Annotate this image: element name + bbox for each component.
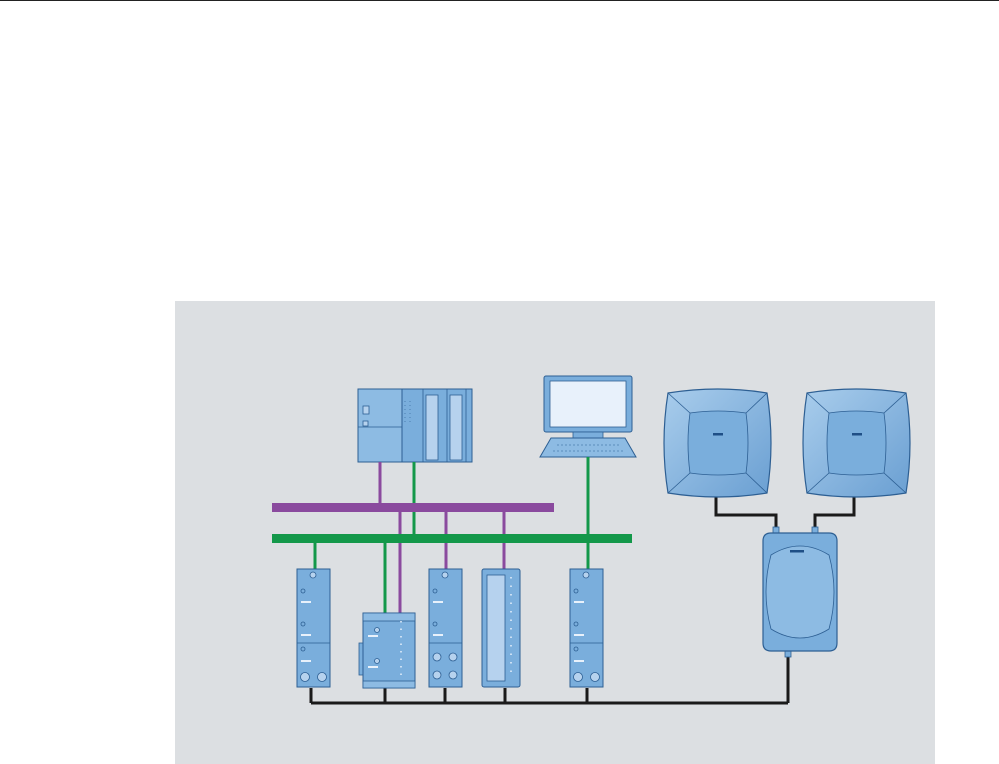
purple-bus-line (272, 503, 554, 512)
rfid-reader-icon (763, 527, 837, 657)
io-module-icon (482, 569, 520, 687)
green-bus-line (272, 534, 632, 543)
io-module-icon (359, 613, 415, 688)
io-module-icon (297, 569, 330, 687)
plc-controller-icon (358, 389, 472, 462)
top-rule (0, 0, 999, 1)
network-diagram-panel (175, 301, 935, 764)
rfid-antenna-icon (664, 389, 771, 497)
pc-workstation-icon (540, 376, 636, 457)
io-module-icon (429, 569, 462, 687)
network-diagram (175, 301, 935, 764)
io-module-icon (570, 569, 603, 687)
rfid-antenna-icon (803, 389, 910, 497)
